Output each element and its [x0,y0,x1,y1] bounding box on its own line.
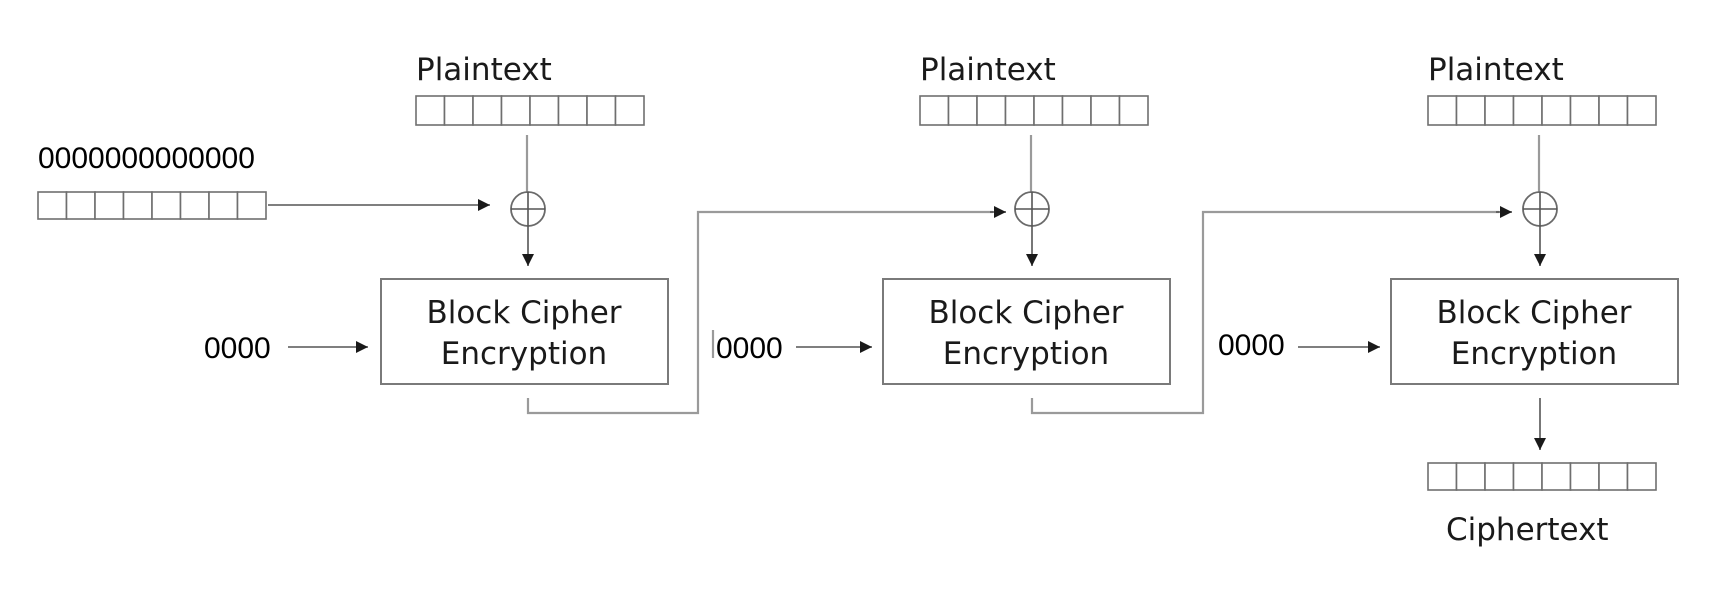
block-cell [1598,462,1629,491]
block-cell [1569,462,1600,491]
key-label-3: 0000 [1218,329,1285,362]
block-cell [1033,95,1064,126]
block-cipher-box-2 [882,278,1171,385]
block-cell [1626,462,1657,491]
block-cell [1118,95,1149,126]
xor-symbol-1 [510,191,546,227]
plaintext-label-1: Plaintext [416,52,552,88]
plaintext-label-3: Plaintext [1428,52,1564,88]
chain-line-1 [526,210,993,415]
block-cell [1061,95,1092,126]
block-cell [919,95,950,126]
iv-label: 0000000000000 [38,142,255,175]
stage-1: Plaintext Block Cipher Encryption 0000 [204,52,669,385]
block-cell [1427,462,1458,491]
block-cell [500,95,531,126]
block-cell [208,191,239,220]
block-cipher-box-3 [1390,278,1679,385]
block-cell [1512,95,1543,126]
block-cell [614,95,645,126]
block-cell [179,191,210,220]
chain-line-2 [1030,210,1499,415]
block-cell [1004,95,1035,126]
block-cipher-line2-1: Encryption [441,336,607,372]
plaintext-block-3 [1427,95,1657,126]
block-cell [94,191,125,220]
block-cell [947,95,978,126]
block-cell [1484,462,1515,491]
block-cell [1455,462,1486,491]
plaintext-label-2: Plaintext [920,52,1056,88]
block-cipher-line1-2: Block Cipher [928,295,1123,331]
block-cell [1626,95,1657,126]
ciphertext-block [1427,462,1657,491]
block-cell [37,191,68,220]
block-cell [236,191,267,220]
block-cipher-line2-3: Encryption [1451,336,1617,372]
block-cell [557,95,588,126]
block-cipher-line1-3: Block Cipher [1436,295,1631,331]
block-cell [443,95,474,126]
block-cell [472,95,503,126]
block-cell [529,95,560,126]
block-cell [1090,95,1121,126]
block-cell [1541,95,1572,126]
block-cell [1484,95,1515,126]
block-cell [976,95,1007,126]
block-cell [151,191,182,220]
xor-symbol-2 [1014,191,1050,227]
block-cipher-line2-2: Encryption [943,336,1109,372]
block-cell [1541,462,1572,491]
stage-3: Plaintext Block Cipher Encryption 0000 C… [1218,52,1679,548]
block-cipher-box-1 [380,278,669,385]
iv-block [37,191,267,220]
stage-2: Plaintext Block Cipher Encryption 0000 [711,52,1171,385]
block-cell [1455,95,1486,126]
block-cell [65,191,96,220]
block-cell [1427,95,1458,126]
key-label-1: 0000 [204,332,271,365]
block-cipher-line1-1: Block Cipher [426,295,621,331]
plaintext-block-1 [415,95,645,126]
plaintext-block-2 [919,95,1149,126]
block-cell [586,95,617,126]
key-label-2: 0000 [716,332,783,365]
block-cell [122,191,153,220]
ciphertext-label: Ciphertext [1446,512,1609,548]
block-cell [1598,95,1629,126]
block-cell [1512,462,1543,491]
block-cell [1569,95,1600,126]
xor-symbol-3 [1522,191,1558,227]
block-cell [415,95,446,126]
